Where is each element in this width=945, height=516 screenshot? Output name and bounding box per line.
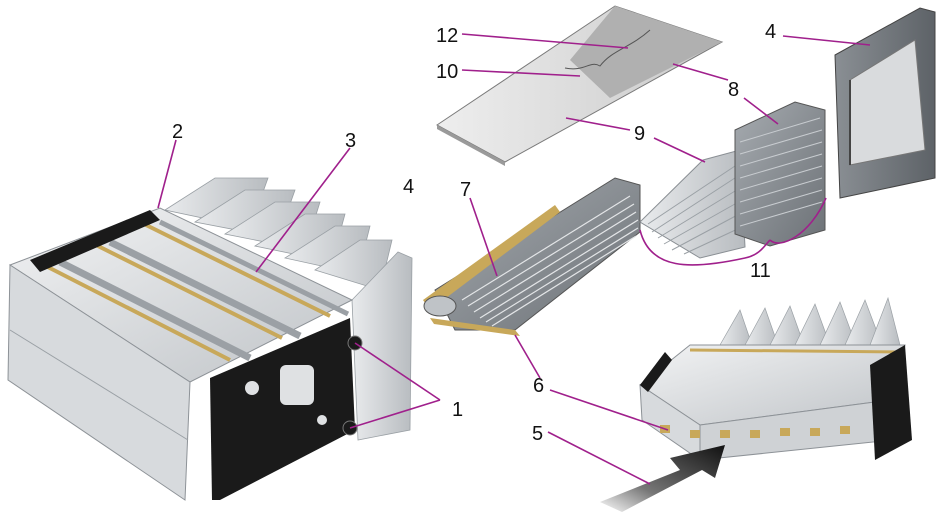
- callout-3: 3: [345, 130, 356, 152]
- callout-labels: 1 2 3 4 4 5 6 7 8 9 10 11 12: [172, 21, 776, 445]
- frame-front: [7, 264, 191, 501]
- callout-7: 7: [460, 179, 471, 201]
- callout-9: 9: [634, 123, 645, 145]
- callout-2: 2: [172, 121, 183, 143]
- finned-heat-exchanger: [423, 177, 641, 336]
- inset-plate-left: [640, 352, 672, 392]
- inset-plate-right: [870, 345, 912, 460]
- end-cover-right: [834, 7, 936, 199]
- callout-11: 11: [750, 260, 771, 282]
- callout-8: 8: [728, 79, 739, 101]
- inset-fins: [719, 296, 901, 346]
- gold-strips: [37, 220, 331, 362]
- cooling-fins: [163, 177, 393, 291]
- callout-4-right: 4: [765, 21, 776, 43]
- main-assembly: [7, 177, 413, 501]
- light-fin-block: [639, 149, 746, 259]
- top-sheet: [436, 5, 724, 166]
- callout-12: 12: [436, 25, 458, 47]
- inset-assembly: [600, 296, 912, 512]
- airflow-arrow: [600, 445, 725, 512]
- frame-bars: [58, 219, 350, 362]
- end-cover-left: [351, 251, 413, 441]
- callout-5: 5: [532, 423, 543, 445]
- callout-10: 10: [436, 61, 458, 83]
- callout-6: 6: [533, 375, 544, 397]
- callout-4-left: 4: [403, 176, 414, 198]
- leader-lines: [157, 33, 871, 485]
- callout-1: 1: [452, 399, 463, 421]
- mounting-plate: [210, 318, 355, 500]
- dark-fin-block: [734, 101, 826, 247]
